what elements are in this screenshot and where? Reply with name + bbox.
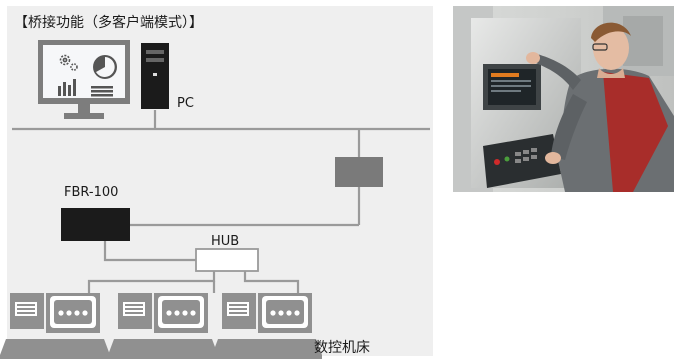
cnc-controller-icon [212, 293, 322, 359]
network-switch [335, 157, 383, 187]
machines-label: 数控机床 [314, 340, 370, 356]
monitor [38, 40, 130, 119]
pie-chart-icon [93, 55, 117, 79]
diagram-title: 【桥接功能（多客户端模式）】 [14, 14, 203, 31]
control-keypad [483, 134, 561, 188]
bridge-to-hub-line [103, 241, 196, 262]
pc-tower-icon [141, 43, 169, 109]
hub-to-machine1-line [87, 271, 216, 293]
bar-chart-icon [58, 79, 76, 96]
cnc-controller-icon [108, 293, 218, 359]
list-lines-icon [91, 86, 113, 97]
cnc-controller-icon [0, 293, 110, 359]
operator-photo [453, 6, 674, 192]
bridge-device [61, 208, 130, 241]
hub-device [195, 248, 259, 272]
control-screen [483, 64, 541, 110]
pc-label: PC [177, 96, 194, 111]
operator-figure [526, 22, 674, 192]
gears-icon [59, 54, 78, 71]
network-cables [12, 110, 430, 293]
hub-label: HUB [211, 234, 239, 249]
hub-to-machine3-line [243, 271, 300, 293]
bridge-label: FBR-100 [64, 185, 118, 200]
